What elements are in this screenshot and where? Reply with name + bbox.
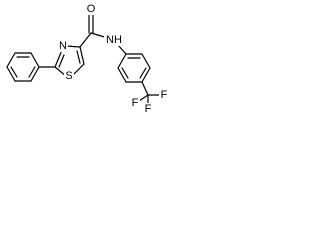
bond: [6, 52, 16, 68]
double-bond-inner: [10, 66, 18, 78]
bond: [141, 53, 151, 69]
bond: [141, 81, 149, 96]
bond: [117, 44, 127, 55]
double-bond-inner: [121, 67, 129, 79]
atom-label-sulfur: S: [65, 70, 72, 82]
trifluoromethylphenyl-ring: [117, 53, 151, 83]
bond: [141, 67, 151, 83]
atom-label-amide-nitrogen: NH: [106, 34, 122, 46]
bond: [30, 66, 40, 82]
bond: [138, 94, 149, 102]
bond: [6, 66, 16, 82]
chemical-structure-diagram: O NH N S F F F: [6, 3, 169, 115]
phenyl-ring: [6, 52, 40, 82]
atom-label-fluorine: F: [132, 97, 139, 109]
atom-label-fluorine: F: [161, 89, 168, 101]
double-bond-inner: [28, 66, 36, 78]
thiazole-ring: [54, 45, 85, 77]
double-bond-inner: [139, 67, 147, 79]
bond: [79, 32, 92, 48]
bond: [79, 46, 85, 65]
double-bond-inner: [58, 54, 65, 68]
bond: [117, 53, 127, 69]
atom-label-ring-nitrogen: N: [59, 40, 67, 52]
atom-label-oxygen: O: [87, 3, 96, 15]
bond: [73, 63, 85, 75]
bond: [117, 67, 127, 83]
bond: [54, 49, 63, 68]
trifluoromethyl-group: [138, 94, 161, 105]
double-bond-inner: [76, 50, 81, 64]
bond: [65, 45, 81, 48]
carbonyl: [88, 12, 94, 34]
atom-label-fluorine: F: [145, 103, 152, 115]
bond: [30, 52, 40, 68]
